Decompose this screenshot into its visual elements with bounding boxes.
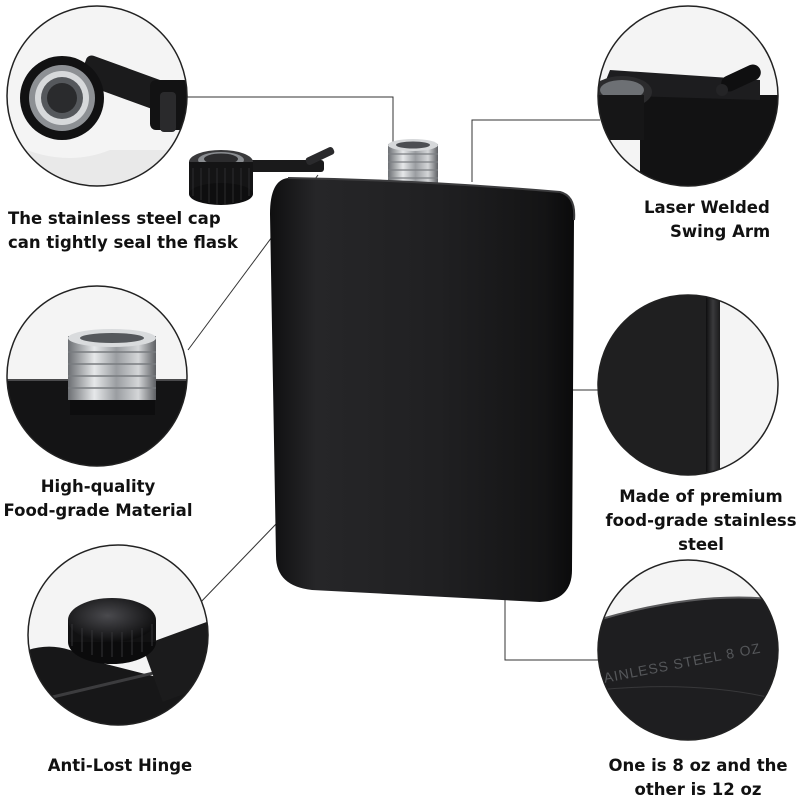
caption-cap-line1: The stainless steel cap xyxy=(8,209,221,228)
caption-cap-line2: can tightly seal the flask xyxy=(8,233,238,252)
connector-lines xyxy=(178,96,600,661)
caption-steel-line1: Made of premium xyxy=(619,487,783,506)
caption-steel-line2: food-grade stainless xyxy=(605,511,797,530)
caption-arm: Laser Welded Swing Arm xyxy=(644,196,770,244)
caption-size-line2: other is 12 oz xyxy=(634,780,762,799)
detail-circle-hinge xyxy=(27,544,209,726)
detail-circle-steel xyxy=(597,294,779,476)
caption-arm-line1: Laser Welded xyxy=(644,198,770,217)
detail-circle-arm xyxy=(597,5,779,187)
detail-circle-material xyxy=(6,285,188,467)
detail-circle-cap xyxy=(6,5,188,187)
caption-material-line1: High-quality xyxy=(40,477,156,496)
flask-main xyxy=(189,139,576,602)
caption-cap: The stainless steel cap can tightly seal… xyxy=(8,207,238,255)
detail-circle-size: AINLESS STEEL 8 OZ xyxy=(597,559,779,741)
caption-steel: Made of premium food-grade stainless ste… xyxy=(602,485,800,557)
caption-hinge: Anti-Lost Hinge xyxy=(30,754,210,778)
caption-material: High-quality Food-grade Material xyxy=(0,475,196,523)
caption-size-line1: One is 8 oz and the xyxy=(608,756,788,775)
caption-arm-line2: Swing Arm xyxy=(670,222,771,241)
caption-steel-line3: steel xyxy=(678,535,724,554)
caption-size: One is 8 oz and the other is 12 oz xyxy=(600,754,796,802)
caption-material-line2: Food-grade Material xyxy=(3,501,193,520)
caption-hinge-line1: Anti-Lost Hinge xyxy=(47,756,193,775)
